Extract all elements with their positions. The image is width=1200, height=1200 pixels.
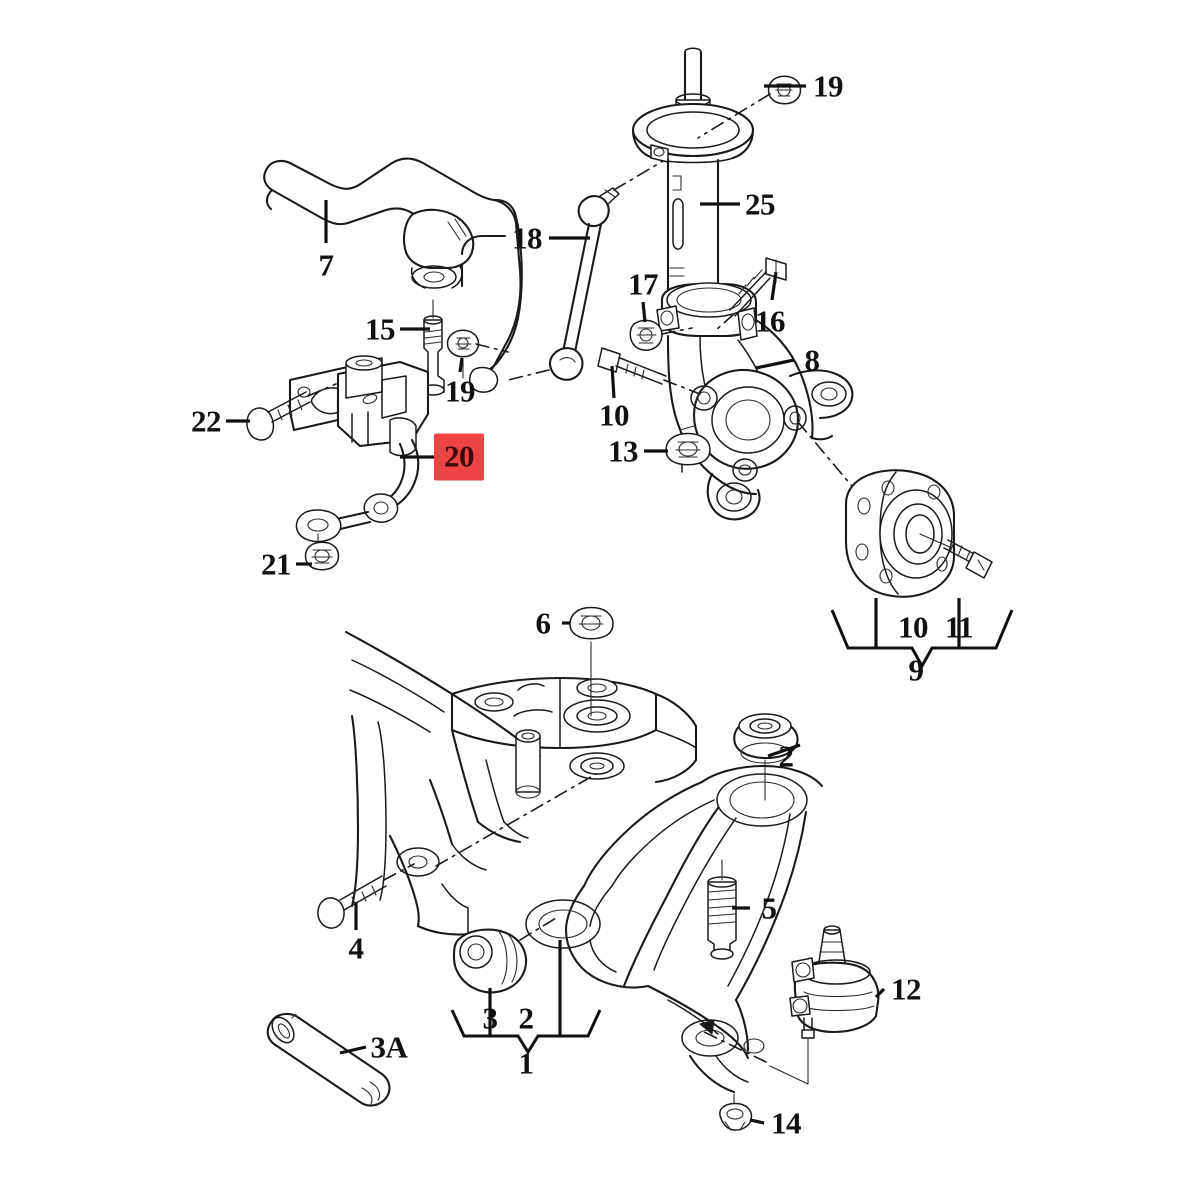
callout-4: 4 (348, 930, 365, 966)
callout-13: 13 (608, 433, 639, 469)
callout-11: 11 (944, 609, 974, 645)
group-brace-1 (450, 1009, 602, 1055)
callout-2-lower: 2 (518, 1000, 535, 1036)
bushing-part-3 (452, 917, 557, 994)
callout-20-highlighted: 20 (434, 433, 484, 481)
nut-part-13 (665, 432, 711, 466)
nut-part-6 (569, 606, 614, 717)
bolt-part-10-upper (597, 347, 701, 395)
drop-link-part-18 (503, 157, 669, 382)
anti-roll-bar-part-7 (263, 157, 523, 393)
callout-19-upper: 19 (813, 68, 844, 104)
callout-9: 9 (908, 652, 925, 688)
callout-5: 5 (761, 890, 778, 926)
nut-part-19-upper (697, 75, 802, 139)
bolt-part-15 (421, 299, 445, 396)
subframe (344, 630, 698, 936)
callout-1: 1 (518, 1045, 535, 1081)
ball-joint-part-12 (699, 925, 880, 1085)
callout-18: 18 (512, 220, 543, 256)
callout-21: 21 (261, 546, 292, 582)
nut-part-21 (304, 533, 340, 571)
callout-3: 3 (482, 1000, 499, 1036)
callout-12: 12 (891, 971, 922, 1007)
bolt-part-16 (715, 257, 787, 331)
callout-2-upper: 2 (778, 738, 795, 774)
tube-part-3a (266, 1012, 391, 1107)
callout-3a: 3A (370, 1029, 408, 1065)
callout-17: 17 (628, 266, 659, 302)
bolt-part-22 (246, 383, 337, 441)
leader-lines (226, 84, 961, 1125)
callout-10-upper: 10 (599, 397, 630, 433)
abs-bracket-part-20 (288, 355, 430, 543)
callout-19-lower: 19 (445, 373, 476, 409)
callout-25: 25 (745, 186, 776, 222)
wheel-hub-group-9 (844, 469, 993, 598)
strut-assembly-part-25 (631, 47, 755, 323)
callout-6: 6 (535, 605, 552, 641)
steering-knuckle-part-8 (656, 282, 863, 521)
callout-22: 22 (191, 403, 222, 439)
control-arm-part-1 (525, 713, 824, 1094)
callout-14: 14 (771, 1105, 802, 1141)
callout-8: 8 (804, 342, 821, 378)
nut-part-17 (629, 319, 693, 351)
callout-15: 15 (365, 311, 396, 347)
callout-7: 7 (318, 247, 335, 283)
group-brace-9 (830, 609, 1014, 670)
nut-part-19-lower (446, 329, 509, 379)
bolt-part-5 (707, 859, 737, 960)
callout-16: 16 (755, 303, 786, 339)
bolt-part-4 (317, 863, 415, 929)
callout-10-lower: 10 (898, 609, 929, 645)
nut-part-14 (719, 1093, 753, 1131)
